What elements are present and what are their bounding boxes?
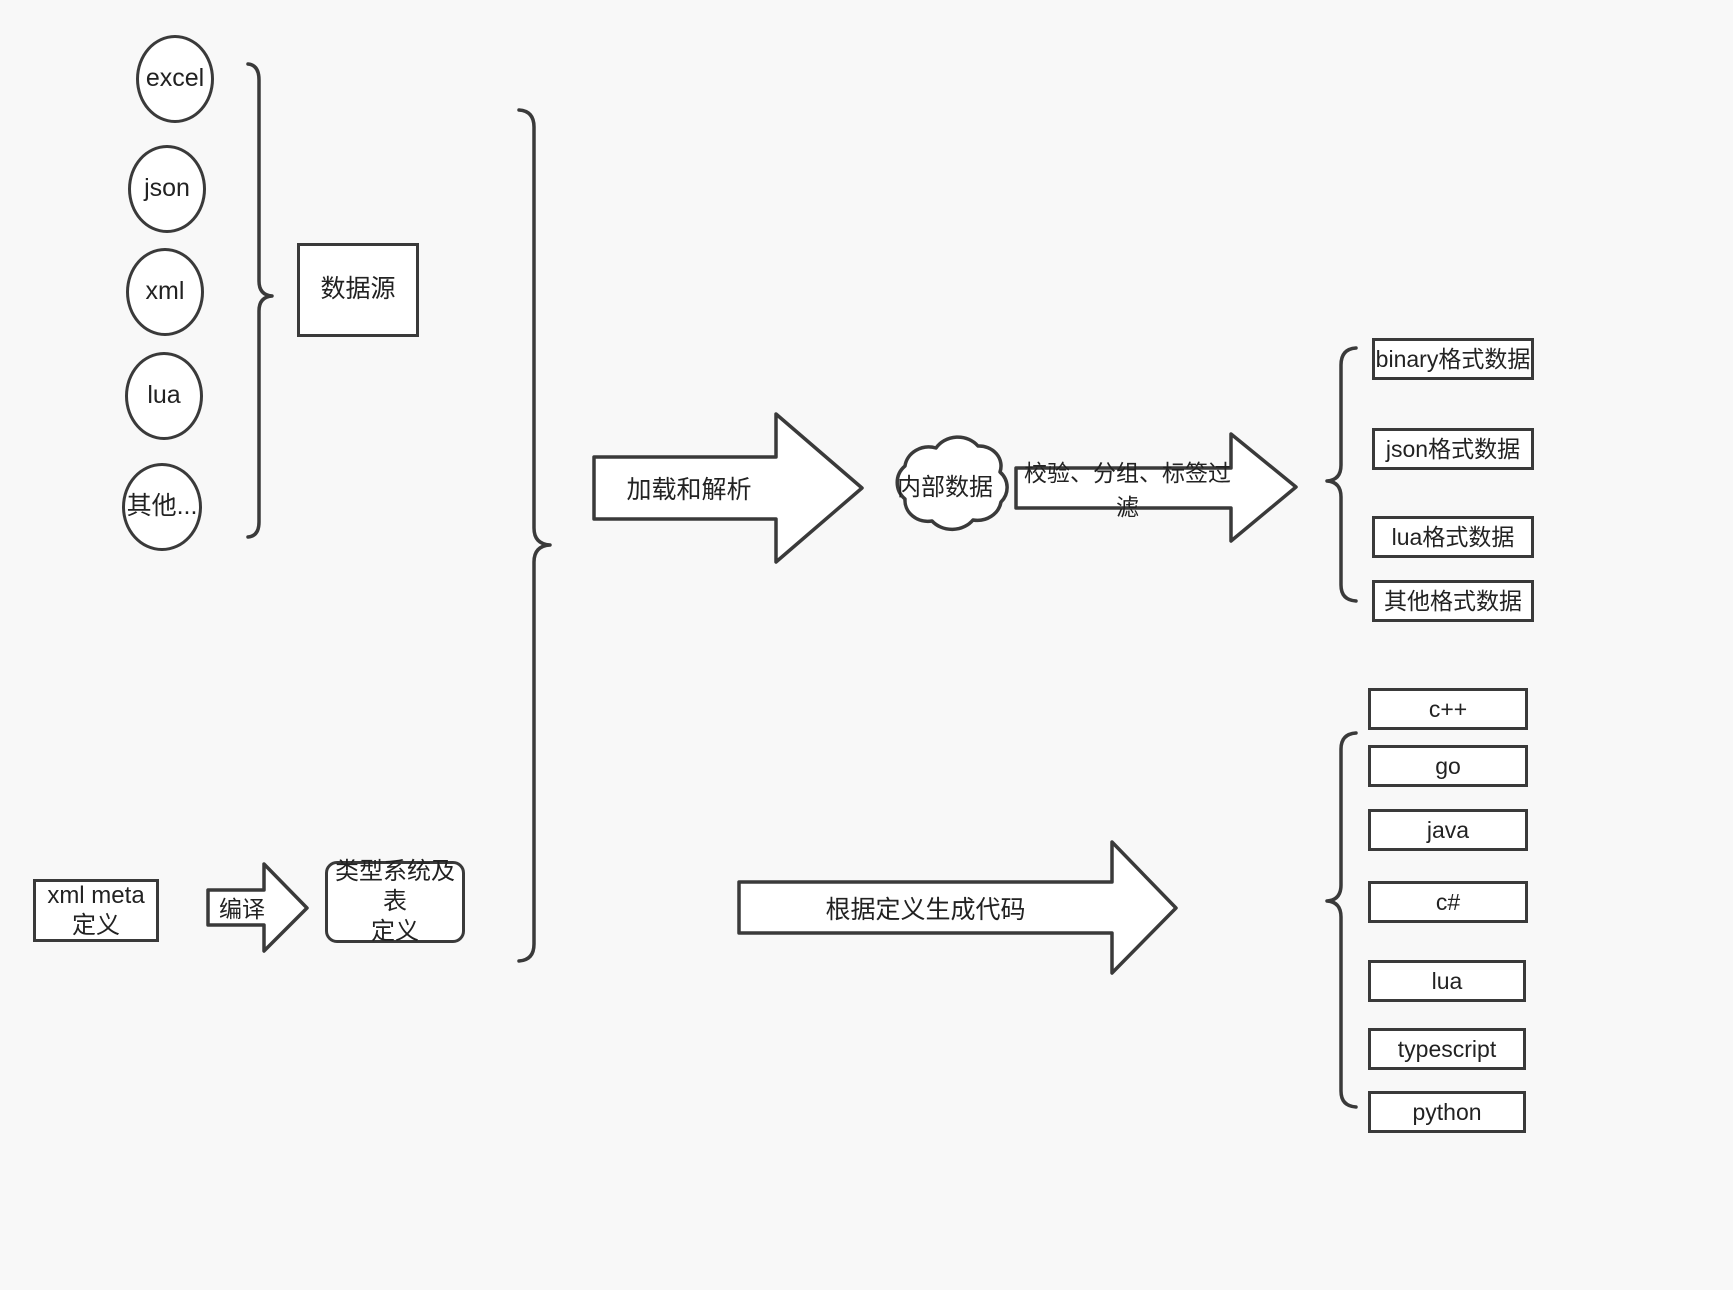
internal-data-cloud (895, 435, 1009, 532)
output-language-go[interactable]: go (1368, 745, 1528, 787)
source-node-excel[interactable]: excel (136, 35, 214, 123)
data-source-group-label: 数据源 (320, 275, 396, 304)
output-language-csharp[interactable]: c# (1368, 881, 1528, 923)
output-languages-brace (1325, 731, 1358, 1109)
source-node-label: lua (147, 381, 181, 410)
output-format-other[interactable]: 其他格式数据 (1372, 580, 1534, 622)
type-system-box[interactable]: 类型系统及表 定义 (325, 858, 465, 945)
data-source-group-box[interactable]: 数据源 (297, 243, 419, 337)
output-language-label: typescript (1397, 1035, 1497, 1062)
output-format-label: binary格式数据 (1375, 345, 1531, 372)
type-system-label: 类型系统及表 定义 (335, 858, 455, 945)
output-format-lua[interactable]: lua格式数据 (1372, 516, 1534, 558)
compile-arrow-label: 编译 (219, 896, 265, 922)
filter-arrow-label: 校验、分组、标签过滤 (1024, 460, 1231, 520)
pipeline-brace (517, 108, 552, 963)
codegen-arrow-label: 根据定义生成代码 (825, 895, 1026, 924)
output-language-label: c# (1435, 888, 1461, 915)
source-node-json[interactable]: json (128, 145, 206, 233)
internal-data-cloud-label: 内部数据 (897, 473, 993, 501)
source-node-xml[interactable]: xml (126, 248, 204, 336)
output-format-json[interactable]: json格式数据 (1372, 428, 1534, 470)
output-format-label: 其他格式数据 (1384, 587, 1522, 614)
output-language-label: python (1412, 1098, 1482, 1125)
compile-arrow (206, 862, 309, 953)
output-language-java[interactable]: java (1368, 809, 1528, 851)
source-node-label: 其他... (126, 492, 198, 521)
filter-arrow (1014, 432, 1298, 543)
output-formats-brace (1325, 346, 1358, 603)
source-node-label: excel (145, 64, 205, 93)
xml-meta-definition-box[interactable]: xml meta定义 (33, 879, 159, 942)
source-node-label: json (144, 174, 190, 203)
source-node-label: xml (145, 277, 185, 306)
codegen-arrow (737, 840, 1178, 975)
sources-brace (246, 62, 274, 539)
output-format-label: lua格式数据 (1391, 523, 1515, 550)
output-language-python[interactable]: python (1368, 1091, 1526, 1133)
output-language-lua[interactable]: lua (1368, 960, 1526, 1002)
output-language-label: lua (1431, 967, 1463, 994)
xml-meta-definition-label: xml meta定义 (47, 881, 145, 939)
output-language-label: go (1435, 752, 1461, 779)
output-language-cpp[interactable]: c++ (1368, 688, 1528, 730)
output-language-label: c++ (1428, 695, 1468, 722)
output-format-binary[interactable]: binary格式数据 (1372, 338, 1534, 380)
output-language-typescript[interactable]: typescript (1368, 1028, 1526, 1070)
source-node-other[interactable]: 其他... (122, 463, 202, 551)
output-language-label: java (1426, 816, 1470, 843)
source-node-lua[interactable]: lua (125, 352, 203, 440)
load-parse-arrow (592, 412, 864, 564)
output-format-label: json格式数据 (1385, 435, 1521, 462)
load-parse-arrow-label: 加载和解析 (626, 476, 752, 504)
